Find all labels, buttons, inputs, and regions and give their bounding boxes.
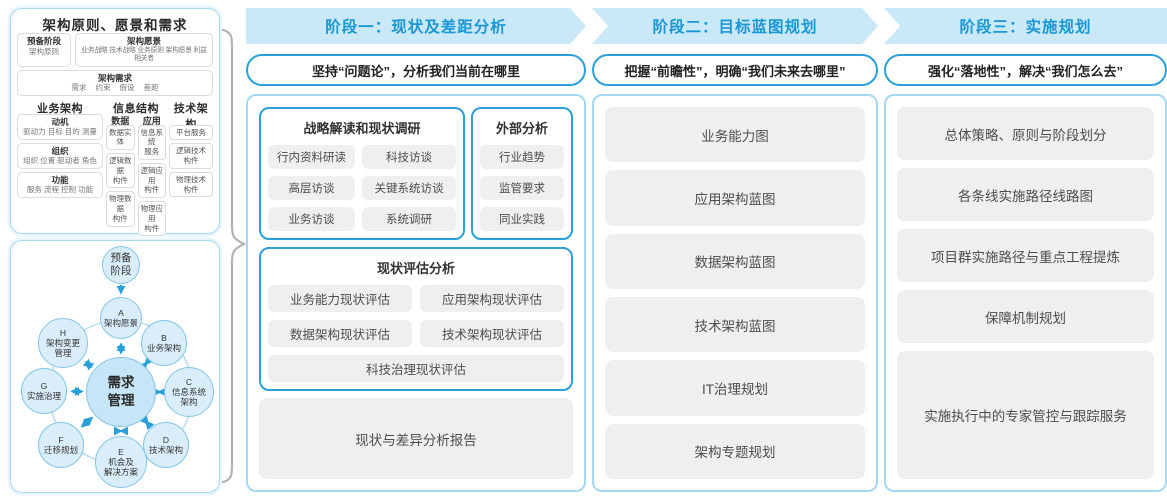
subcolumn-header: 数据 bbox=[111, 115, 130, 126]
adm-arrow bbox=[138, 355, 154, 372]
assessment-wide-chip: 科技治理现状评估 bbox=[268, 355, 564, 382]
phase-2-content: 业务能力图应用架构蓝图数据架构蓝图技术架构蓝图 IT治理规划架构专题规划 bbox=[592, 94, 878, 492]
strategy-item-chip: 高层访谈 bbox=[268, 176, 356, 200]
phase-3-item-box: 各条线实施路径线路图 bbox=[897, 168, 1154, 221]
adm-node-A: A 架构愿景 bbox=[100, 297, 142, 339]
information-structure-column: 信息结构 数据 数据实体逻辑数据 构件物理数据 构件 应用 信息系统 服务逻辑应… bbox=[106, 100, 166, 237]
tech-item-box: 逻辑技术 构件 bbox=[169, 143, 213, 169]
strategy-item-chip: 业务访谈 bbox=[268, 207, 356, 231]
column-header: 业务架构 bbox=[37, 102, 83, 115]
box-title: 架构愿景 bbox=[126, 36, 161, 46]
adm-arrow bbox=[82, 358, 95, 371]
phase-3-column: 阶段三：实施规划 强化“落地性”，解决“我们怎么去” 总体策略、原则与阶段划分各… bbox=[884, 8, 1167, 492]
business-arch-box: 动机驱动力 目标 目的 测量 bbox=[17, 113, 103, 140]
curly-brace bbox=[221, 28, 247, 484]
box-sub: 架构原则 bbox=[29, 46, 59, 56]
strategy-research-section: 战略解读和现状调研 行内资料研读科技访谈高层访谈关键系统访谈业务访谈系统调研 bbox=[259, 107, 465, 240]
strategy-item-chip: 系统调研 bbox=[362, 207, 456, 231]
phase-2-item-box: 数据架构蓝图 bbox=[605, 233, 865, 289]
phase-2-item-box: IT治理规划 bbox=[605, 360, 865, 416]
adm-arrow bbox=[139, 415, 155, 431]
assessment-item-chip: 业务能力现状评估 bbox=[268, 285, 412, 312]
phase-1-banner: 阶段一：现状及差距分析 bbox=[246, 8, 586, 44]
phase-1-content: 战略解读和现状调研 行内资料研读科技访谈高层访谈关键系统访谈业务访谈系统调研 外… bbox=[246, 94, 586, 492]
phase-2-item-box: 架构专题规划 bbox=[605, 423, 865, 479]
phase-3-subtitle: 强化“落地性”，解决“我们怎么去” bbox=[884, 54, 1167, 86]
phase-3-content: 总体策略、原则与阶段划分各条线实施路径线路图项目群实施路径与重点工程提炼保障机制… bbox=[884, 94, 1167, 492]
box-sub: 需求 约束 假设 差距 bbox=[71, 83, 159, 93]
section-title: 战略解读和现状调研 bbox=[303, 121, 421, 136]
strategy-item-chip: 行内资料研读 bbox=[268, 145, 356, 169]
architecture-vision-box: 架构愿景 业务战略 技术战略 业务原则 架构愿景 利益相关者 bbox=[75, 33, 213, 67]
app-item-box: 物理应用 构件 bbox=[137, 201, 166, 237]
phase-3-item-box: 实施执行中的专家管控与跟踪服务 bbox=[897, 351, 1154, 479]
subcolumn-header: 应用 bbox=[142, 115, 161, 126]
adm-arrow bbox=[80, 416, 94, 428]
box-title: 预备阶段 bbox=[26, 36, 61, 46]
panel-title: 架构原则、愿景和需求 bbox=[42, 18, 188, 33]
business-arch-box: 功能服务 流程 控制 功能 bbox=[17, 171, 103, 198]
gap-analysis-report-box: 现状与差异分析报告 bbox=[259, 398, 573, 479]
strategy-item-chip: 关键系统访谈 bbox=[362, 176, 456, 200]
adm-node-G: G 实施治理 bbox=[21, 368, 67, 414]
tech-item-box: 平台服务 bbox=[169, 124, 213, 141]
business-arch-box: 组织组织 位置 驱动者 角色 bbox=[17, 142, 103, 169]
phase-3-banner: 阶段三：实施规划 bbox=[884, 8, 1167, 44]
phase-2-column: 阶段二：目标蓝图规划 把握“前瞻性”，明确“我们未来去哪里” 业务能力图应用架构… bbox=[592, 8, 878, 492]
adm-node-H: H 架构变更 管理 bbox=[38, 318, 88, 368]
adm-node-D: D 技术架构 bbox=[143, 422, 189, 468]
adm-node-prep: 预备 阶段 bbox=[102, 246, 140, 284]
phase-3-item-box: 项目群实施路径与重点工程提炼 bbox=[897, 229, 1154, 282]
architecture-requirements-box: 架构需求 需求 约束 假设 差距 bbox=[17, 69, 213, 96]
assessment-section: 现状评估分析 业务能力现状评估应用架构现状评估数据架构现状评估技术架构现状评估 … bbox=[259, 247, 573, 391]
application-subcolumn: 应用 信息系统 服务逻辑应用 构件物理应用 构件 bbox=[137, 114, 166, 237]
phase-2-banner: 阶段二：目标蓝图规划 bbox=[592, 8, 878, 44]
box-title: 架构需求 bbox=[97, 72, 132, 83]
business-architecture-column: 业务架构 动机驱动力 目标 目的 测量组织组织 位置 驱动者 角色功能服务 流程… bbox=[17, 100, 103, 237]
section-title: 外部分析 bbox=[495, 121, 548, 136]
phases-area: 阶段一：现状及差距分析 坚持“问题论”，分析我们当前在哪里 战略解读和现状调研 … bbox=[246, 8, 1167, 492]
column-header: 信息结构 bbox=[113, 102, 159, 115]
external-item-chip: 监管要求 bbox=[480, 176, 564, 200]
adm-node-center: 需求 管理 bbox=[86, 357, 156, 427]
phase-2-subtitle: 把握“前瞻性”，明确“我们未来去哪里” bbox=[592, 54, 878, 86]
adm-node-F: F 迁移规划 bbox=[38, 422, 84, 468]
app-item-box: 逻辑应用 构件 bbox=[137, 162, 166, 199]
data-item-box: 物理数据 构件 bbox=[106, 191, 135, 227]
tech-item-box: 物理技术 构件 bbox=[169, 171, 213, 198]
phase-1-subtitle: 坚持“问题论”，分析我们当前在哪里 bbox=[246, 54, 586, 86]
adm-node-B: B 业务架构 bbox=[141, 320, 187, 366]
assessment-item-chip: 数据架构现状评估 bbox=[268, 320, 412, 347]
phase-2-item-box: 技术架构蓝图 bbox=[605, 296, 865, 353]
prep-phase-box: 预备阶段 架构原则 bbox=[17, 33, 71, 67]
app-item-box: 信息系统 服务 bbox=[137, 124, 166, 160]
phase-3-item-box: 保障机制规划 bbox=[897, 290, 1154, 343]
phase-1-column: 阶段一：现状及差距分析 坚持“问题论”，分析我们当前在哪里 战略解读和现状调研 … bbox=[246, 8, 586, 492]
phase-2-item-box: 应用架构蓝图 bbox=[605, 170, 865, 226]
column-header: 技术架构 bbox=[173, 102, 209, 131]
external-item-chip: 行业趋势 bbox=[480, 145, 564, 169]
phase-3-item-box: 总体策略、原则与阶段划分 bbox=[897, 107, 1154, 160]
adm-node-E: E 机会及 解决方案 bbox=[95, 436, 147, 488]
assessment-item-chip: 技术架构现状评估 bbox=[420, 320, 564, 347]
data-item-box: 逻辑数据 构件 bbox=[106, 153, 135, 189]
external-item-chip: 同业实践 bbox=[480, 207, 564, 231]
phase-2-item-box: 业务能力图 bbox=[605, 107, 865, 163]
adm-node-C: C 信息系统 架构 bbox=[164, 367, 214, 417]
data-item-box: 数据实体 bbox=[106, 124, 135, 151]
architecture-principles-panel: 架构原则、愿景和需求 预备阶段 架构原则 架构愿景 业务战略 技术战略 业务原则… bbox=[10, 8, 220, 277]
external-analysis-section: 外部分析 行业趋势监管要求同业实践 bbox=[471, 107, 573, 240]
strategy-item-chip: 科技访谈 bbox=[362, 145, 456, 169]
data-subcolumn: 数据 数据实体逻辑数据 构件物理数据 构件 bbox=[106, 114, 135, 237]
assessment-item-chip: 应用架构现状评估 bbox=[420, 285, 564, 312]
section-title: 现状评估分析 bbox=[376, 261, 455, 276]
box-sub: 业务战略 技术战略 业务原则 架构愿景 利益相关者 bbox=[81, 46, 207, 63]
